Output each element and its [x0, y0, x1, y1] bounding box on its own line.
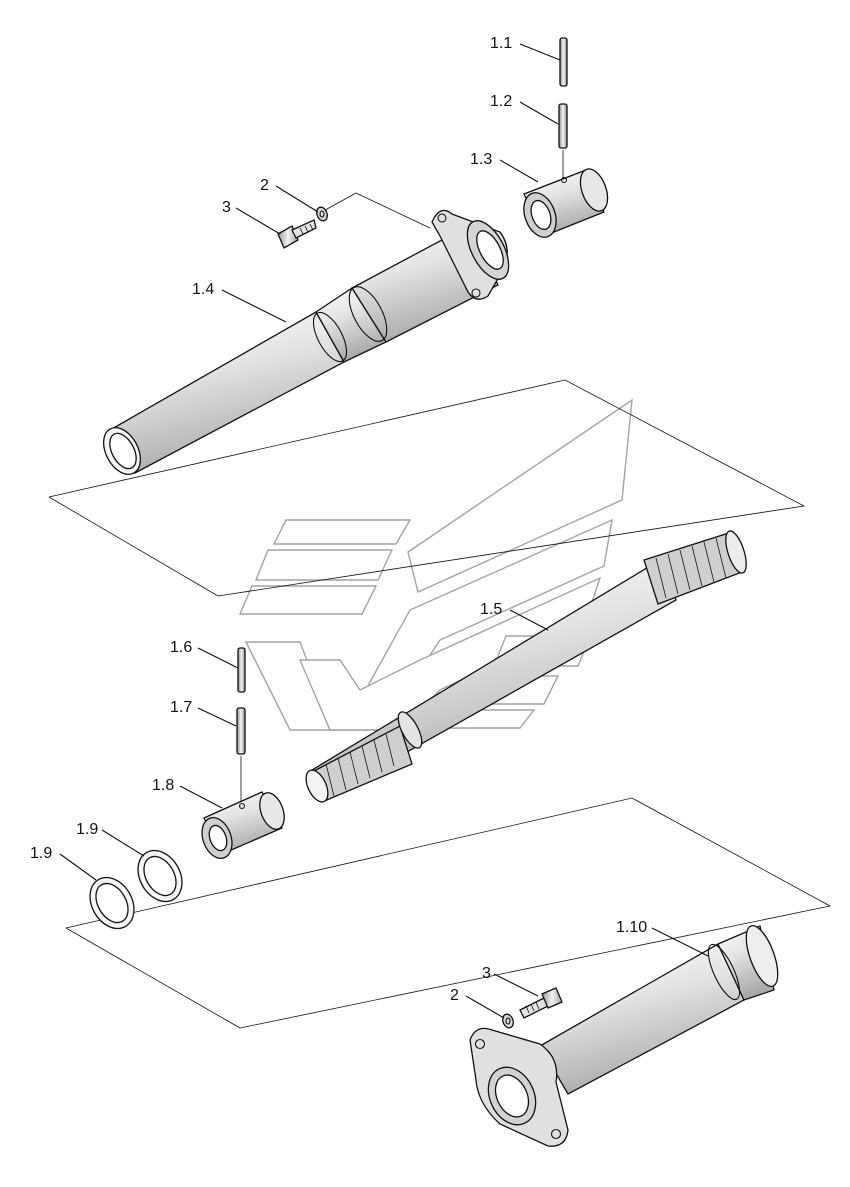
callout-1-10: 1.10	[616, 919, 647, 936]
part-1-10-tube	[469, 925, 779, 1147]
part-1-6-pin	[237, 647, 246, 693]
brand-chevron-logo	[238, 398, 633, 731]
callout-1-3: 1.3	[470, 151, 492, 168]
assembly-plane-lower	[65, 797, 832, 1029]
callout-3-bottom: 3	[482, 965, 491, 982]
callout-1-6: 1.6	[170, 639, 192, 656]
leader-lines	[59, 43, 709, 1019]
assembly-plane-upper	[48, 379, 806, 597]
part-1-8-sleeve	[201, 791, 285, 859]
callout-1-9-inner: 1.9	[76, 821, 98, 838]
callout-1-2: 1.2	[490, 93, 512, 110]
callout-2-top: 2	[260, 177, 269, 194]
callout-1-4: 1.4	[192, 281, 214, 298]
callout-1-8: 1.8	[152, 777, 174, 794]
part-2-washer-bottom	[502, 1013, 514, 1029]
part-1-5-shaft	[305, 530, 747, 803]
part-2-washer-top	[316, 206, 328, 222]
callout-2-bottom: 2	[450, 987, 459, 1004]
callout-1-9-outer: 1.9	[30, 845, 52, 862]
part-3-bolt-top	[277, 219, 317, 249]
part-1-1-pin	[559, 37, 568, 87]
callout-1-5: 1.5	[480, 601, 502, 618]
part-1-2-pin	[558, 103, 568, 178]
part-1-4-tube	[102, 209, 510, 475]
callout-3-top: 3	[222, 199, 231, 216]
part-1-9-washer-inner	[137, 849, 183, 903]
part-1-7-pin	[236, 707, 246, 806]
part-1-9-washer-outer	[89, 876, 135, 930]
callout-1-1: 1.1	[490, 35, 512, 52]
callout-1-7: 1.7	[170, 699, 192, 716]
part-1-3-sleeve	[523, 168, 609, 238]
part-3-bolt-bottom	[519, 987, 563, 1019]
